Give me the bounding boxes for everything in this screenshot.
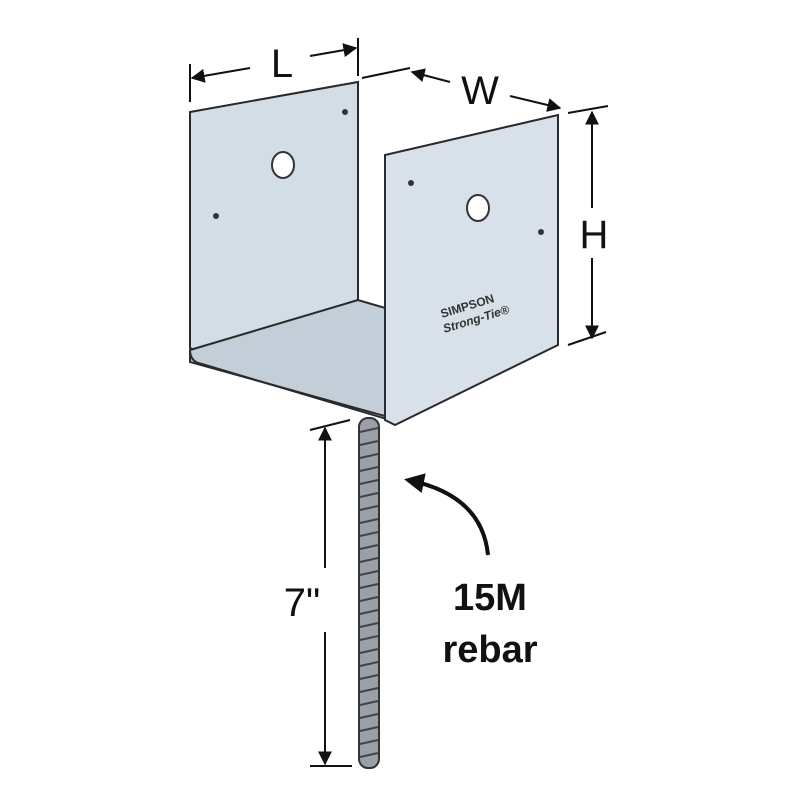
nail-holes xyxy=(213,109,544,235)
rebar-length-label: 7" xyxy=(284,581,320,625)
rebar-ridge xyxy=(359,635,379,641)
rebar-ridge xyxy=(359,674,379,680)
rebar-ridge xyxy=(359,453,379,459)
rebar-ridge xyxy=(359,466,379,472)
rebar-length-dimension xyxy=(309,419,352,767)
callout-line2: rebar xyxy=(442,629,537,671)
length-label: L xyxy=(271,42,293,86)
width-dimension xyxy=(361,67,562,112)
rebar-ridge xyxy=(359,479,379,485)
width-label: W xyxy=(461,69,499,113)
rebar-ridge xyxy=(359,492,379,498)
height-dimension xyxy=(567,105,609,346)
bolt-holes xyxy=(271,151,490,222)
rebar-ridge xyxy=(359,505,379,511)
rebar-ridge xyxy=(359,739,379,745)
rebar-ridge xyxy=(359,687,379,693)
rebar-ridge xyxy=(359,726,379,732)
rebar-ridge xyxy=(359,427,379,433)
length-dimension xyxy=(189,38,359,102)
height-label: H xyxy=(580,213,609,257)
rebar-ridge xyxy=(359,700,379,706)
rebar-ridge xyxy=(359,440,379,446)
rebar-ridge xyxy=(359,531,379,537)
rebar-ridge xyxy=(359,713,379,719)
rebar-ridge xyxy=(359,557,379,563)
rebar-ridge xyxy=(359,518,379,524)
rebar-ridge xyxy=(359,544,379,550)
rebar-ridge xyxy=(359,609,379,615)
rebar-ridge xyxy=(359,596,379,602)
side-panel xyxy=(384,113,559,427)
rebar-ridge xyxy=(359,648,379,654)
rebar-ridge xyxy=(359,583,379,589)
rebar-ridge xyxy=(359,661,379,667)
rebar-ridge xyxy=(359,752,379,758)
callout-arrow xyxy=(404,473,490,556)
rebar-ridge xyxy=(359,570,379,576)
callout-line1: 15M xyxy=(453,577,527,619)
rebar-ridge xyxy=(359,622,379,628)
rebar xyxy=(358,417,380,769)
